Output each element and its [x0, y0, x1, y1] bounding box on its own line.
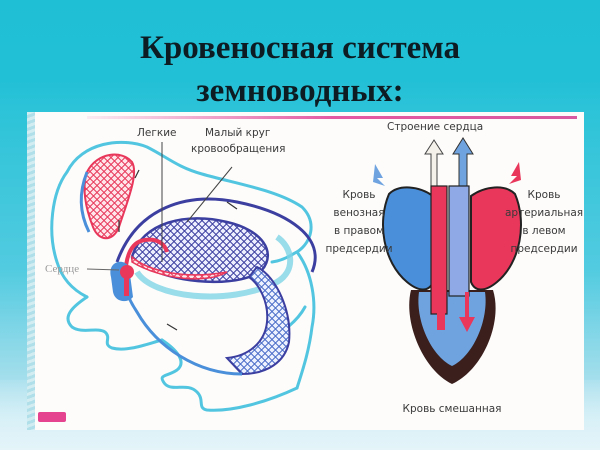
lungs-capillary-net	[130, 217, 269, 284]
outflow-arrow-blue	[452, 137, 474, 187]
circulation-pointer-line	[186, 166, 233, 223]
heart-structure-title: Строение сердца	[387, 121, 484, 133]
frog-circulation-illustration	[50, 137, 522, 412]
pink-marker	[38, 412, 66, 422]
pulmonary-vessel-outer	[115, 197, 317, 273]
left-label-line-4: предсердии	[325, 243, 393, 255]
right-label-line-2: артериальная	[505, 207, 584, 219]
central-red-vessel	[430, 185, 448, 315]
label-pulmonary-circulation-line-1: Малый круг	[205, 127, 271, 139]
heart-pointer-line	[86, 268, 120, 271]
frog-heart	[110, 261, 134, 302]
label-pulmonary-circulation-line-2: кровообращения	[191, 143, 286, 155]
mixed-flow-arrow	[459, 292, 475, 332]
label-lungs: Легкие	[137, 127, 177, 139]
right-label-line-1: Кровь	[527, 189, 561, 201]
panel-edge-stripe	[27, 112, 35, 430]
left-label-line-1: Кровь	[342, 189, 376, 201]
right-label-line-4: предсердии	[510, 243, 578, 255]
head-capillary-net	[83, 153, 136, 240]
slide-title-line-2: земноводных:	[196, 73, 404, 109]
panel-top-line	[87, 116, 577, 119]
diagram-panel: Легкие Малый круг кровообращения Сердце …	[27, 112, 584, 430]
slide-title-line-1: Кровеносная система	[139, 30, 461, 66]
left-atrium	[470, 186, 522, 291]
venous-in-arrow	[373, 164, 385, 186]
label-heart: Сердце	[45, 263, 80, 275]
right-label-line-3: в левом	[522, 225, 566, 237]
label-mixed-blood: Кровь смешанная	[402, 403, 502, 415]
right-atrium	[382, 186, 434, 291]
left-label-line-2: венозная	[333, 207, 385, 219]
arterial-in-arrow	[509, 162, 521, 184]
frog-body-outline	[50, 140, 316, 412]
heart-structure-illustration	[373, 137, 522, 384]
central-blue-vessel	[448, 185, 470, 297]
left-label-line-3: в правом	[333, 225, 385, 237]
outflow-arrow-white	[424, 139, 444, 187]
body-capillary-net	[224, 265, 291, 376]
flow-arrows	[118, 169, 238, 331]
